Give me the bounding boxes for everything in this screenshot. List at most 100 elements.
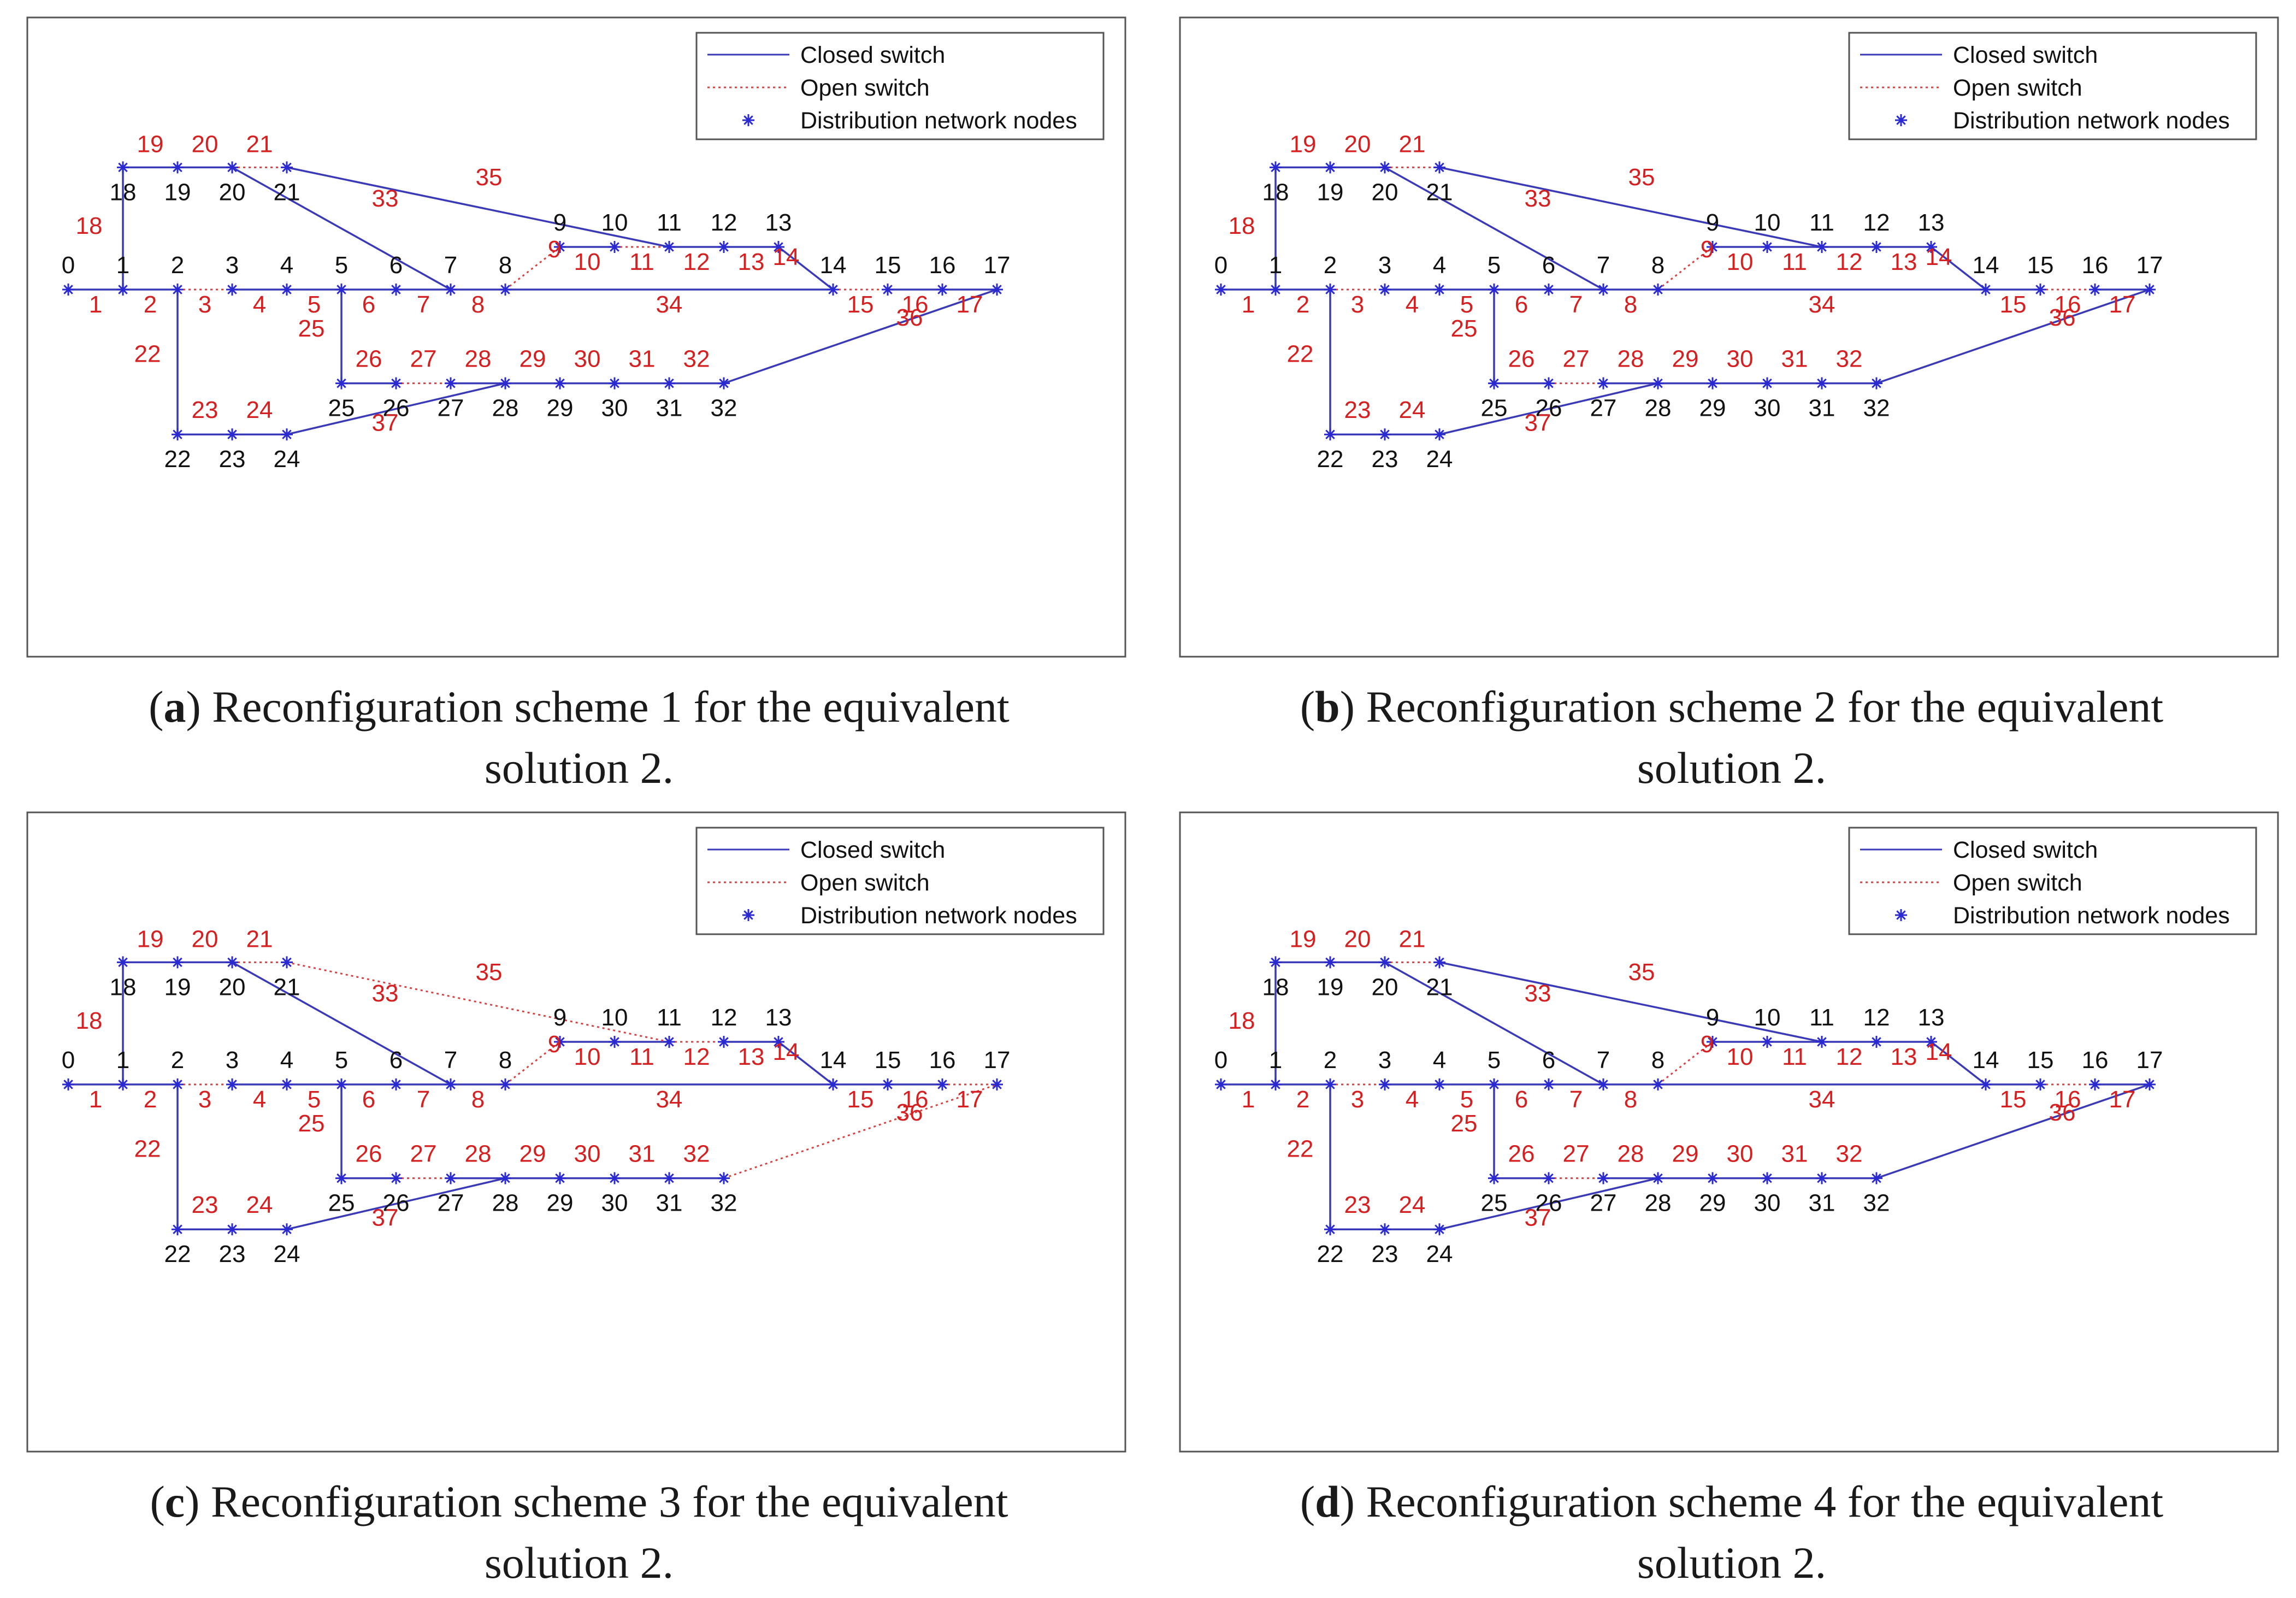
branch-label-20: 20 [1344,925,1371,952]
branch-label-11: 11 [629,249,654,275]
node-marker-29 [1707,1172,1719,1184]
node-label-30: 30 [1754,395,1781,422]
branch-label-3: 3 [198,1086,211,1113]
branch-label-32: 32 [1836,1141,1863,1167]
node-label-14: 14 [1973,1047,1999,1074]
node-label-23: 23 [1372,1241,1398,1267]
branch-label-15: 15 [2000,1086,2027,1113]
node-label-24: 24 [1426,1241,1453,1267]
node-marker-21 [1433,956,1445,969]
node-marker-11 [663,1036,675,1048]
node-marker-3 [226,1078,238,1090]
node-marker-21 [1433,161,1445,174]
branch-label-21: 21 [1399,131,1426,157]
branch-label-6: 6 [362,1086,375,1113]
branch-label-8: 8 [471,1086,485,1113]
node-label-10: 10 [601,209,628,236]
node-label-14: 14 [1973,252,1999,279]
node-marker-19 [172,161,184,174]
legend-network-nodes: Distribution network nodes [1953,108,2230,134]
node-marker-7 [445,284,457,296]
node-label-8: 8 [1651,252,1665,279]
node-label-12: 12 [1863,1004,1890,1031]
node-label-7: 7 [444,252,457,279]
closed-branch-14 [777,246,834,291]
caption-d: (d) Reconfiguration scheme 4 for the equ… [1174,1471,2289,1594]
node-label-3: 3 [226,252,239,279]
node-marker-10 [609,241,621,253]
node-label-10: 10 [1754,1004,1781,1031]
branch-label-26: 26 [1508,1141,1535,1167]
node-marker-30 [609,377,621,390]
branch-label-16: 16 [2055,1086,2081,1113]
closed-branch-37 [286,382,506,435]
branch-label-13: 13 [1891,249,1917,275]
legend-network-nodes: Distribution network nodes [800,108,1077,134]
branch-label-31: 31 [1781,346,1808,373]
branch-label-30: 30 [1727,346,1754,373]
branch-label-14: 14 [1926,1039,1952,1065]
node-marker-5 [335,1078,347,1090]
node-label-31: 31 [656,395,683,422]
node-marker-16 [2089,284,2101,296]
branch-label-4: 4 [253,1086,266,1113]
node-label-26: 26 [383,395,410,422]
caption-a: (a) Reconfiguration scheme 1 for the equ… [22,676,1136,799]
node-marker-8 [1652,1078,1664,1090]
branch-label-17: 17 [957,1086,983,1113]
node-marker-15 [882,284,894,296]
node-marker-10 [1761,241,1773,253]
branch-label-11: 11 [629,1043,654,1070]
branch-label-15: 15 [2000,291,2027,318]
legend-closed-switch: Closed switch [800,837,945,863]
node-marker-27 [445,1172,457,1184]
branch-label-30: 30 [574,346,601,373]
branch-label-12: 12 [683,249,710,275]
node-label-2: 2 [1324,1047,1337,1074]
node-label-13: 13 [1918,1004,1945,1031]
node-label-6: 6 [1542,252,1555,279]
node-marker-31 [663,1172,675,1184]
branch-label-6: 6 [362,291,375,318]
node-marker-28 [1652,1172,1664,1184]
branch-label-19: 19 [1290,131,1317,157]
node-marker-12 [1870,1036,1882,1048]
node-label-30: 30 [601,1190,628,1217]
branch-label-13: 13 [738,249,765,275]
node-label-16: 16 [929,1047,956,1074]
branch-label-28: 28 [1618,1141,1644,1167]
node-label-6: 6 [389,1047,403,1074]
node-label-4: 4 [1433,252,1446,279]
node-marker-8 [499,284,511,296]
caption-letter-d: d [1315,1477,1340,1526]
open-branch-9 [505,246,560,291]
node-label-5: 5 [335,1047,348,1074]
node-marker-19 [1324,956,1336,969]
node-marker-18 [1270,956,1282,969]
branch-label-10: 10 [1727,249,1754,275]
branch-label-5: 5 [1460,291,1473,318]
branch-label-14: 14 [773,1039,800,1065]
node-label-5: 5 [1488,1047,1501,1074]
node-label-0: 0 [1214,1047,1227,1074]
node-label-22: 22 [1317,1241,1344,1267]
node-label-17: 17 [984,1047,1011,1074]
branch-label-34: 34 [656,291,683,318]
node-marker-6 [1543,1078,1555,1090]
node-marker-20 [1379,956,1391,969]
node-label-24: 24 [1426,446,1453,473]
node-label-26: 26 [1536,395,1562,422]
node-marker-32 [1870,1172,1882,1184]
node-label-4: 4 [280,1047,293,1074]
node-marker-28 [1652,377,1664,390]
node-label-11: 11 [1809,1004,1834,1031]
node-marker-7 [445,1078,457,1090]
node-marker-6 [390,1078,402,1090]
closed-branch-14 [1930,246,1987,291]
caption-line2-a: solution 2. [484,743,674,793]
